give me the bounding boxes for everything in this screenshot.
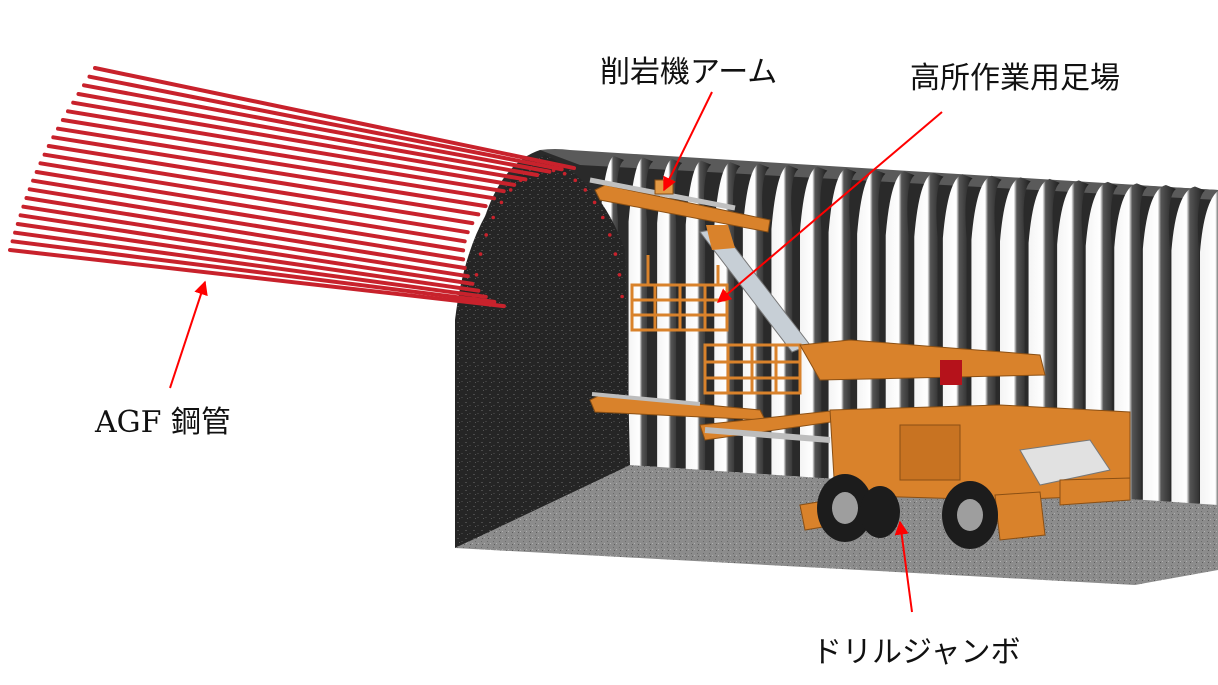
label-rock-drill-arm: 削岩機アーム [600,55,778,90]
tunnel-rib [657,159,683,476]
agf-pipe [51,135,488,209]
insertion-point [592,200,597,205]
tunnel-rib [742,163,770,482]
agf-pipe [27,187,466,262]
insertion-point [478,252,483,256]
insertion-point [613,252,618,256]
agf-pipe [31,178,466,253]
agf-pipe [42,152,475,226]
insertion-point [518,178,523,183]
agf-pipe [34,170,467,244]
agf-pipe [71,100,528,182]
insertion-point [617,273,622,277]
tunnel-rib [1171,186,1205,509]
insertion-point [573,178,578,183]
tunnel-rib [1142,184,1176,507]
tunnel-rib [685,160,712,478]
insertion-point [474,273,479,277]
agf-pipe [87,74,564,172]
agf-pipe [56,126,497,201]
agf-pipe [46,144,481,217]
arrow-agf-steel-pipe [169,280,208,389]
pointer-arrows [169,91,943,613]
label-agf-steel-pipe: AGF 鋼管 [95,405,231,440]
agf-steel-pipes [8,66,576,309]
agf-pipe [10,239,497,304]
tunnel-rib [828,168,857,487]
agf-pipe [21,204,470,279]
insertion-point [472,294,476,299]
insertion-point [491,215,496,220]
agf-pipe [60,118,506,194]
arrow-rock-drill-arm [663,91,713,192]
jumbo-body [799,339,1131,541]
tunnel-rib [800,166,828,485]
agf-pipe [13,230,488,299]
insertion-point [484,233,489,237]
tunnel-lining [470,149,1218,545]
insertion-point [540,168,545,173]
pipe-insertion-points [472,168,624,299]
drill-jumbo-machine [589,177,1131,549]
high-work-scaffold [630,255,802,395]
insertion-point [620,294,624,299]
lower-boom [589,392,846,443]
arrow-drill-jumbo [894,520,913,613]
insertion-point [562,171,567,176]
insertion-point [551,168,556,173]
insertion-point [608,233,612,237]
agf-pipe [18,213,475,286]
agf-pipe [82,83,552,174]
agf-pipe [76,92,540,177]
rock-face [455,155,630,548]
agf-pipe [93,66,576,171]
agf-pipe [38,161,470,235]
label-high-work-scaffold: 高所作業用足場 [910,61,1120,96]
insertion-point [601,215,605,220]
insertion-point [529,171,534,176]
label-drill-jumbo: ドリルジャンボ [812,635,1021,670]
agf-pipe [8,248,506,309]
insertion-point [583,188,588,192]
agf-pipe [24,196,467,270]
agf-pipe [66,109,517,187]
arrow-high-work-scaffold [716,111,943,303]
tunnel-rib [1200,191,1218,510]
insertion-point [499,200,504,205]
jumbo-wheels [817,474,998,549]
insertion-point [508,188,513,192]
agf-pipe [15,222,481,293]
